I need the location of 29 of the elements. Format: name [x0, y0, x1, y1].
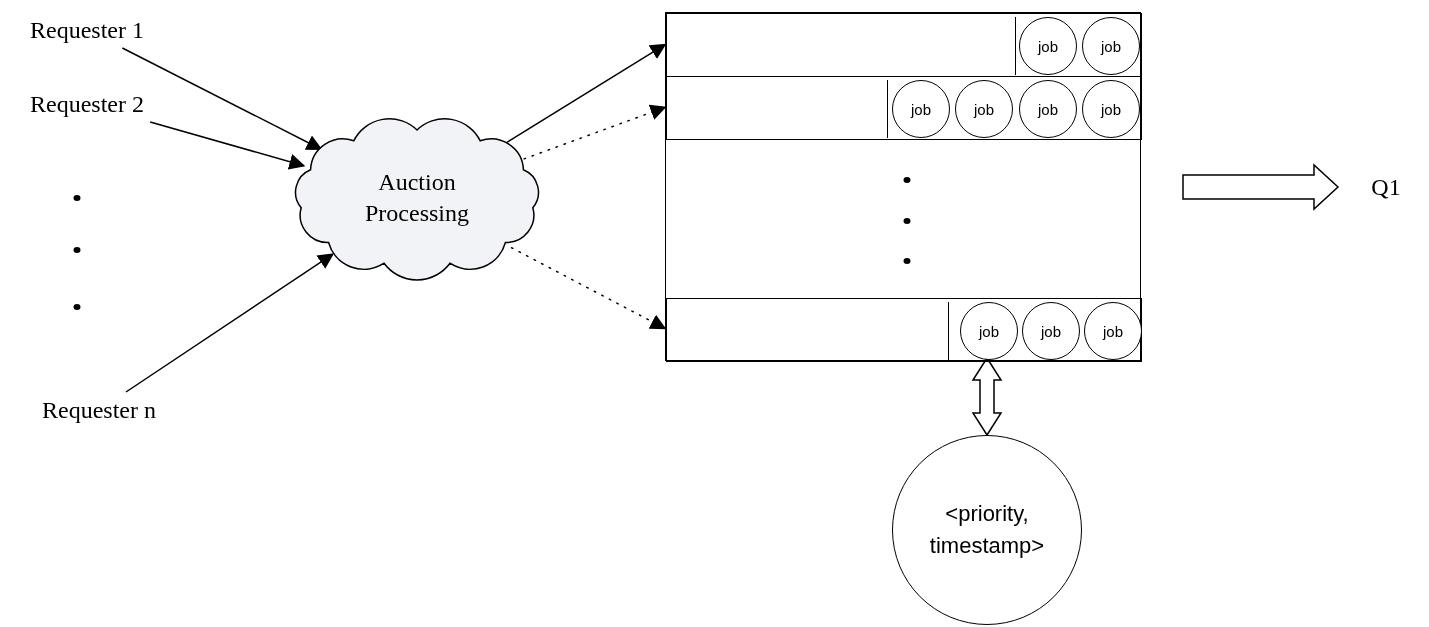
- dotted-arrow: [510, 247, 667, 330]
- requester-label: Requester n: [42, 396, 156, 424]
- block-arrow: [1182, 163, 1340, 211]
- job-label: job: [1103, 323, 1123, 339]
- queue-row: [666, 298, 1142, 362]
- job-label: job: [1041, 323, 1061, 339]
- job-circle: [1082, 17, 1140, 75]
- job-label: job: [974, 101, 994, 117]
- requester-label: Requester 2: [30, 90, 144, 118]
- job-circle: [1019, 17, 1077, 75]
- cloud-label: Auction Processing: [364, 167, 470, 228]
- arrow: [125, 253, 335, 393]
- job-label: job: [979, 323, 999, 339]
- queue-row: [666, 13, 1142, 77]
- attribute-label: <priority, timestamp>: [928, 500, 1046, 560]
- queue-label: Q1: [1371, 173, 1401, 201]
- arrow: [121, 47, 323, 150]
- job-label: job: [1038, 101, 1058, 117]
- requester-label: Requester 1: [30, 16, 144, 44]
- job-label: job: [1101, 101, 1121, 117]
- dotted-arrow: [523, 104, 667, 160]
- queue-row: [666, 76, 1142, 140]
- job-label: job: [911, 101, 931, 117]
- job-circle: [1084, 302, 1142, 360]
- job-circle: [1082, 80, 1140, 138]
- arrow: [149, 121, 306, 170]
- queue-box: [665, 12, 1141, 361]
- job-label: job: [1038, 38, 1058, 54]
- job-label: job: [1101, 38, 1121, 54]
